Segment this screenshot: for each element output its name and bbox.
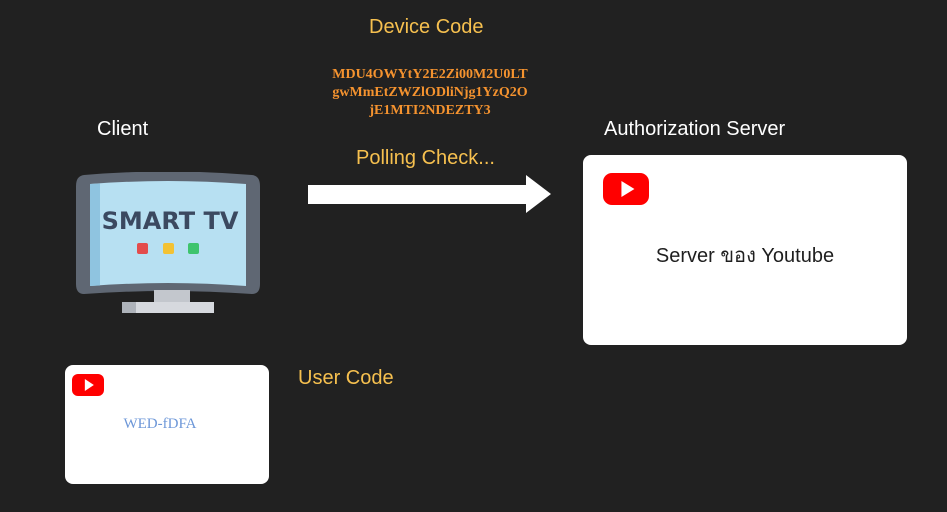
tv-red-dot xyxy=(137,243,148,254)
tv-screen-text: SMART TV xyxy=(102,207,239,235)
device-code-line: gwMmEtZWZlODliNjg1YzQ2O xyxy=(332,85,528,100)
server-card-text: Server ของ Youtube xyxy=(655,245,835,267)
user-code-card: WED-fDFA xyxy=(65,365,269,484)
tv-green-dot xyxy=(188,243,199,254)
client-label: Client xyxy=(97,118,149,140)
authorization-server-card: Server ของ Youtube xyxy=(583,155,907,345)
polling-arrow xyxy=(308,175,551,213)
authorization-server-label: Authorization Server xyxy=(604,118,786,140)
youtube-logo-icon xyxy=(72,374,104,396)
user-code-label: User Code xyxy=(298,367,394,389)
device-code-value: MDU4OWYtY2E2Zi00M2U0LT gwMmEtZWZlODliNjg… xyxy=(300,66,560,120)
device-code-title: Device Code xyxy=(369,16,484,38)
smart-tv-icon: SMART TV xyxy=(76,172,260,313)
tv-yellow-dot xyxy=(163,243,174,254)
polling-label: Polling Check... xyxy=(356,147,495,169)
youtube-logo-icon xyxy=(603,173,649,205)
device-code-line: MDU4OWYtY2E2Zi00M2U0LT xyxy=(332,67,528,82)
device-code-line: jE1MTI2NDEZTY3 xyxy=(369,103,491,118)
user-code-value: WED-fDFA xyxy=(123,416,197,432)
